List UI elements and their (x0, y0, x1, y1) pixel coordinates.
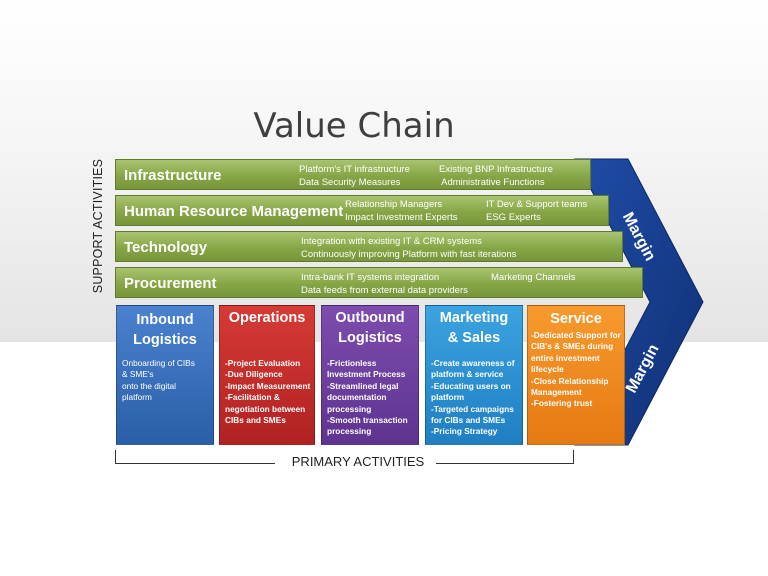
primary-col-text: -Create awareness of platform & service … (431, 358, 515, 437)
bracket-line-left (115, 463, 275, 464)
support-bar-note: Existing BNP Infrastructure Administrati… (439, 164, 553, 188)
primary-col-body: -Frictionless Investment Process -Stream… (327, 358, 415, 438)
primary-col-text: Onboarding of CIBs & SME's onto the digi… (122, 358, 195, 403)
support-bar-note: Marketing Channels (491, 272, 576, 283)
primary-activities-label: PRIMARY ACTIVITIES (291, 454, 425, 469)
primary-col-text: -Dedicated Support for CIB's & SMEs duri… (531, 330, 621, 409)
primary-col-service: Service -Dedicated Support for CIB's & S… (527, 305, 625, 445)
support-bar-title: Procurement (124, 275, 217, 292)
support-bar-title: Technology (124, 239, 208, 256)
primary-col-title: Operations (228, 310, 306, 326)
support-bar-title: Infrastructure (124, 167, 222, 184)
support-bar-procurement: Procurement Intra-bank IT systems integr… (115, 267, 643, 298)
bracket-line-right (436, 463, 574, 464)
support-bar-note: Platform's IT infrastructure Data Securi… (299, 164, 410, 188)
primary-col-title: Marketing & Sales (439, 310, 509, 346)
support-bar-technology: Technology Integration with existing IT … (115, 231, 623, 262)
primary-col-text: -Frictionless Investment Process -Stream… (327, 358, 408, 437)
support-bar-note: IT Dev & Support teams ESG Experts (486, 199, 588, 223)
primary-col-title: Outbound Logistics (335, 310, 405, 346)
support-bar-infrastructure: Infrastructure Platform's IT infrastruct… (115, 159, 591, 190)
primary-col-body: -Dedicated Support for CIB's & SMEs duri… (531, 330, 621, 410)
primary-col-body: Onboarding of CIBs & SME's onto the digi… (122, 358, 210, 404)
primary-col-operations: Operations -Project Evaluation -Due Dili… (219, 305, 315, 445)
primary-col-body: -Project Evaluation -Due Diligence -Impa… (225, 358, 311, 426)
primary-col-inbound-logistics: Inbound Logistics Onboarding of CIBs & S… (116, 305, 214, 445)
primary-col-title: Service (550, 311, 602, 327)
support-bar-hr: Human Resource Management Relationship M… (115, 195, 609, 226)
support-bar-note: Integration with existing IT & CRM syste… (301, 236, 517, 260)
primary-col-marketing-sales: Marketing & Sales -Create awareness of p… (425, 305, 523, 445)
support-activities-label: SUPPORT ACTIVITIES (91, 158, 105, 294)
bracket-tick-left (115, 450, 116, 464)
page-title: Value Chain (253, 106, 455, 146)
primary-col-title: Inbound Logistics (133, 312, 197, 348)
support-bar-note: Intra-bank IT systems integration Data f… (301, 272, 468, 296)
support-bar-title: Human Resource Management (124, 203, 344, 220)
bracket-tick-right (573, 450, 574, 464)
primary-col-text: -Project Evaluation -Due Diligence -Impa… (225, 358, 311, 426)
support-bar-note: Relationship Managers Impact Investment … (345, 199, 458, 223)
primary-col-outbound-logistics: Outbound Logistics -Frictionless Investm… (321, 305, 419, 445)
primary-col-body: -Create awareness of platform & service … (431, 358, 519, 438)
